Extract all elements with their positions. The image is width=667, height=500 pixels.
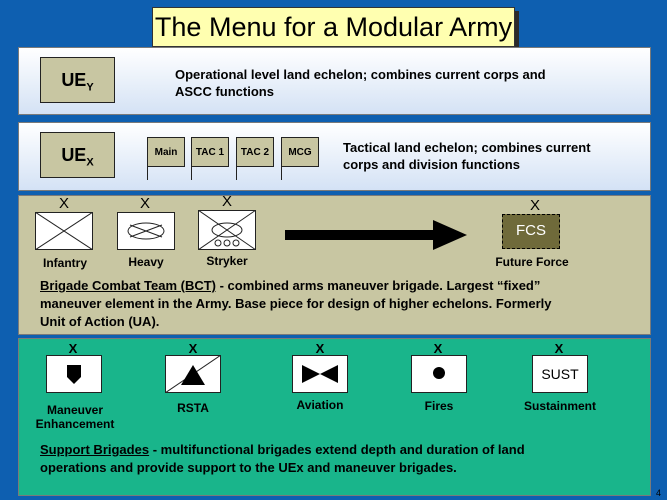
fcs-code: FCS <box>516 222 546 239</box>
support-text-line1: - multifunctional brigades extend depth … <box>149 442 525 457</box>
maneuver-label-line1: Maneuver <box>46 403 104 417</box>
maneuver-enhancement-label: Maneuver Enhancement <box>20 403 130 431</box>
rsta-icon <box>165 355 221 393</box>
heavy-echelon-mark: X <box>139 195 150 212</box>
uey-panel <box>18 47 651 115</box>
rsta-label: RSTA <box>177 401 209 415</box>
uey-sub: Y <box>86 81 94 94</box>
bct-description: Brigade Combat Team (BCT) - combined arm… <box>40 277 640 331</box>
heavy-armor-symbol-icon <box>117 212 175 250</box>
fires-label: Fires <box>424 399 454 413</box>
tab-tac1: TAC 1 <box>191 137 229 180</box>
fires-echelon-mark: X <box>433 341 443 356</box>
uex-panel <box>18 122 651 191</box>
uey-description: Operational level land echelon; combines… <box>175 66 546 100</box>
rsta-echelon-mark: X <box>188 341 198 356</box>
page-title: The Menu for a Modular Army <box>152 7 515 47</box>
fires-icon <box>411 355 467 393</box>
maneuver-label-line2: Enhancement <box>35 417 115 431</box>
uex-label: UE <box>61 145 87 165</box>
stryker-echelon-mark: X <box>221 193 232 210</box>
uey-box: UEY <box>40 57 115 103</box>
maneuver-enhancement-icon <box>46 355 102 393</box>
sust-code: SUST <box>541 366 579 382</box>
uey-label: UE <box>61 70 87 90</box>
maneuver-echelon-mark: X <box>68 341 78 356</box>
uex-desc-line2: corps and division functions <box>343 157 520 172</box>
uey-desc-line1: Operational level land echelon; combines… <box>175 67 546 82</box>
uex-sub: X <box>86 156 94 169</box>
heavy-label: Heavy <box>128 255 164 269</box>
arrow-right-icon <box>285 220 467 250</box>
stryker-label: Stryker <box>206 254 248 268</box>
infantry-symbol-icon <box>35 212 93 250</box>
uex-description: Tactical land echelon; combines current … <box>343 139 591 173</box>
sustainment-icon: SUST <box>532 355 588 393</box>
support-heading: Support Brigades <box>40 442 150 457</box>
uex-desc-line1: Tactical land echelon; combines current <box>343 140 591 155</box>
bct-text-line1: - combined arms maneuver brigade. Larges… <box>216 278 541 293</box>
aviation-echelon-mark: X <box>315 341 325 356</box>
bct-heading: Brigade Combat Team (BCT) <box>40 278 216 293</box>
bct-text-line3: Unit of Action (UA). <box>40 314 160 329</box>
future-force-label: Future Force <box>495 255 569 269</box>
bct-text-line2: maneuver element in the Army. Base piece… <box>40 296 552 311</box>
aviation-label: Aviation <box>296 398 344 412</box>
infantry-echelon-mark: X <box>58 195 69 212</box>
tab-mcg: MCG <box>281 137 319 180</box>
fcs-symbol-icon: FCS <box>502 214 560 249</box>
uex-box: UEX <box>40 132 115 178</box>
support-description: Support Brigades - multifunctional briga… <box>40 441 640 477</box>
fcs-echelon-mark: X <box>529 197 540 214</box>
uey-desc-line2: ASCC functions <box>175 84 274 99</box>
page-number: 4 <box>655 488 661 498</box>
tab-main: Main <box>147 137 185 180</box>
tab-tac2: TAC 2 <box>236 137 274 180</box>
sustainment-label: Sustainment <box>523 399 596 413</box>
sustainment-echelon-mark: X <box>554 341 564 356</box>
aviation-icon <box>292 355 348 393</box>
infantry-label: Infantry <box>42 256 87 270</box>
support-text-line2: operations and provide support to the UE… <box>40 460 457 475</box>
stryker-symbol-icon <box>198 210 256 250</box>
